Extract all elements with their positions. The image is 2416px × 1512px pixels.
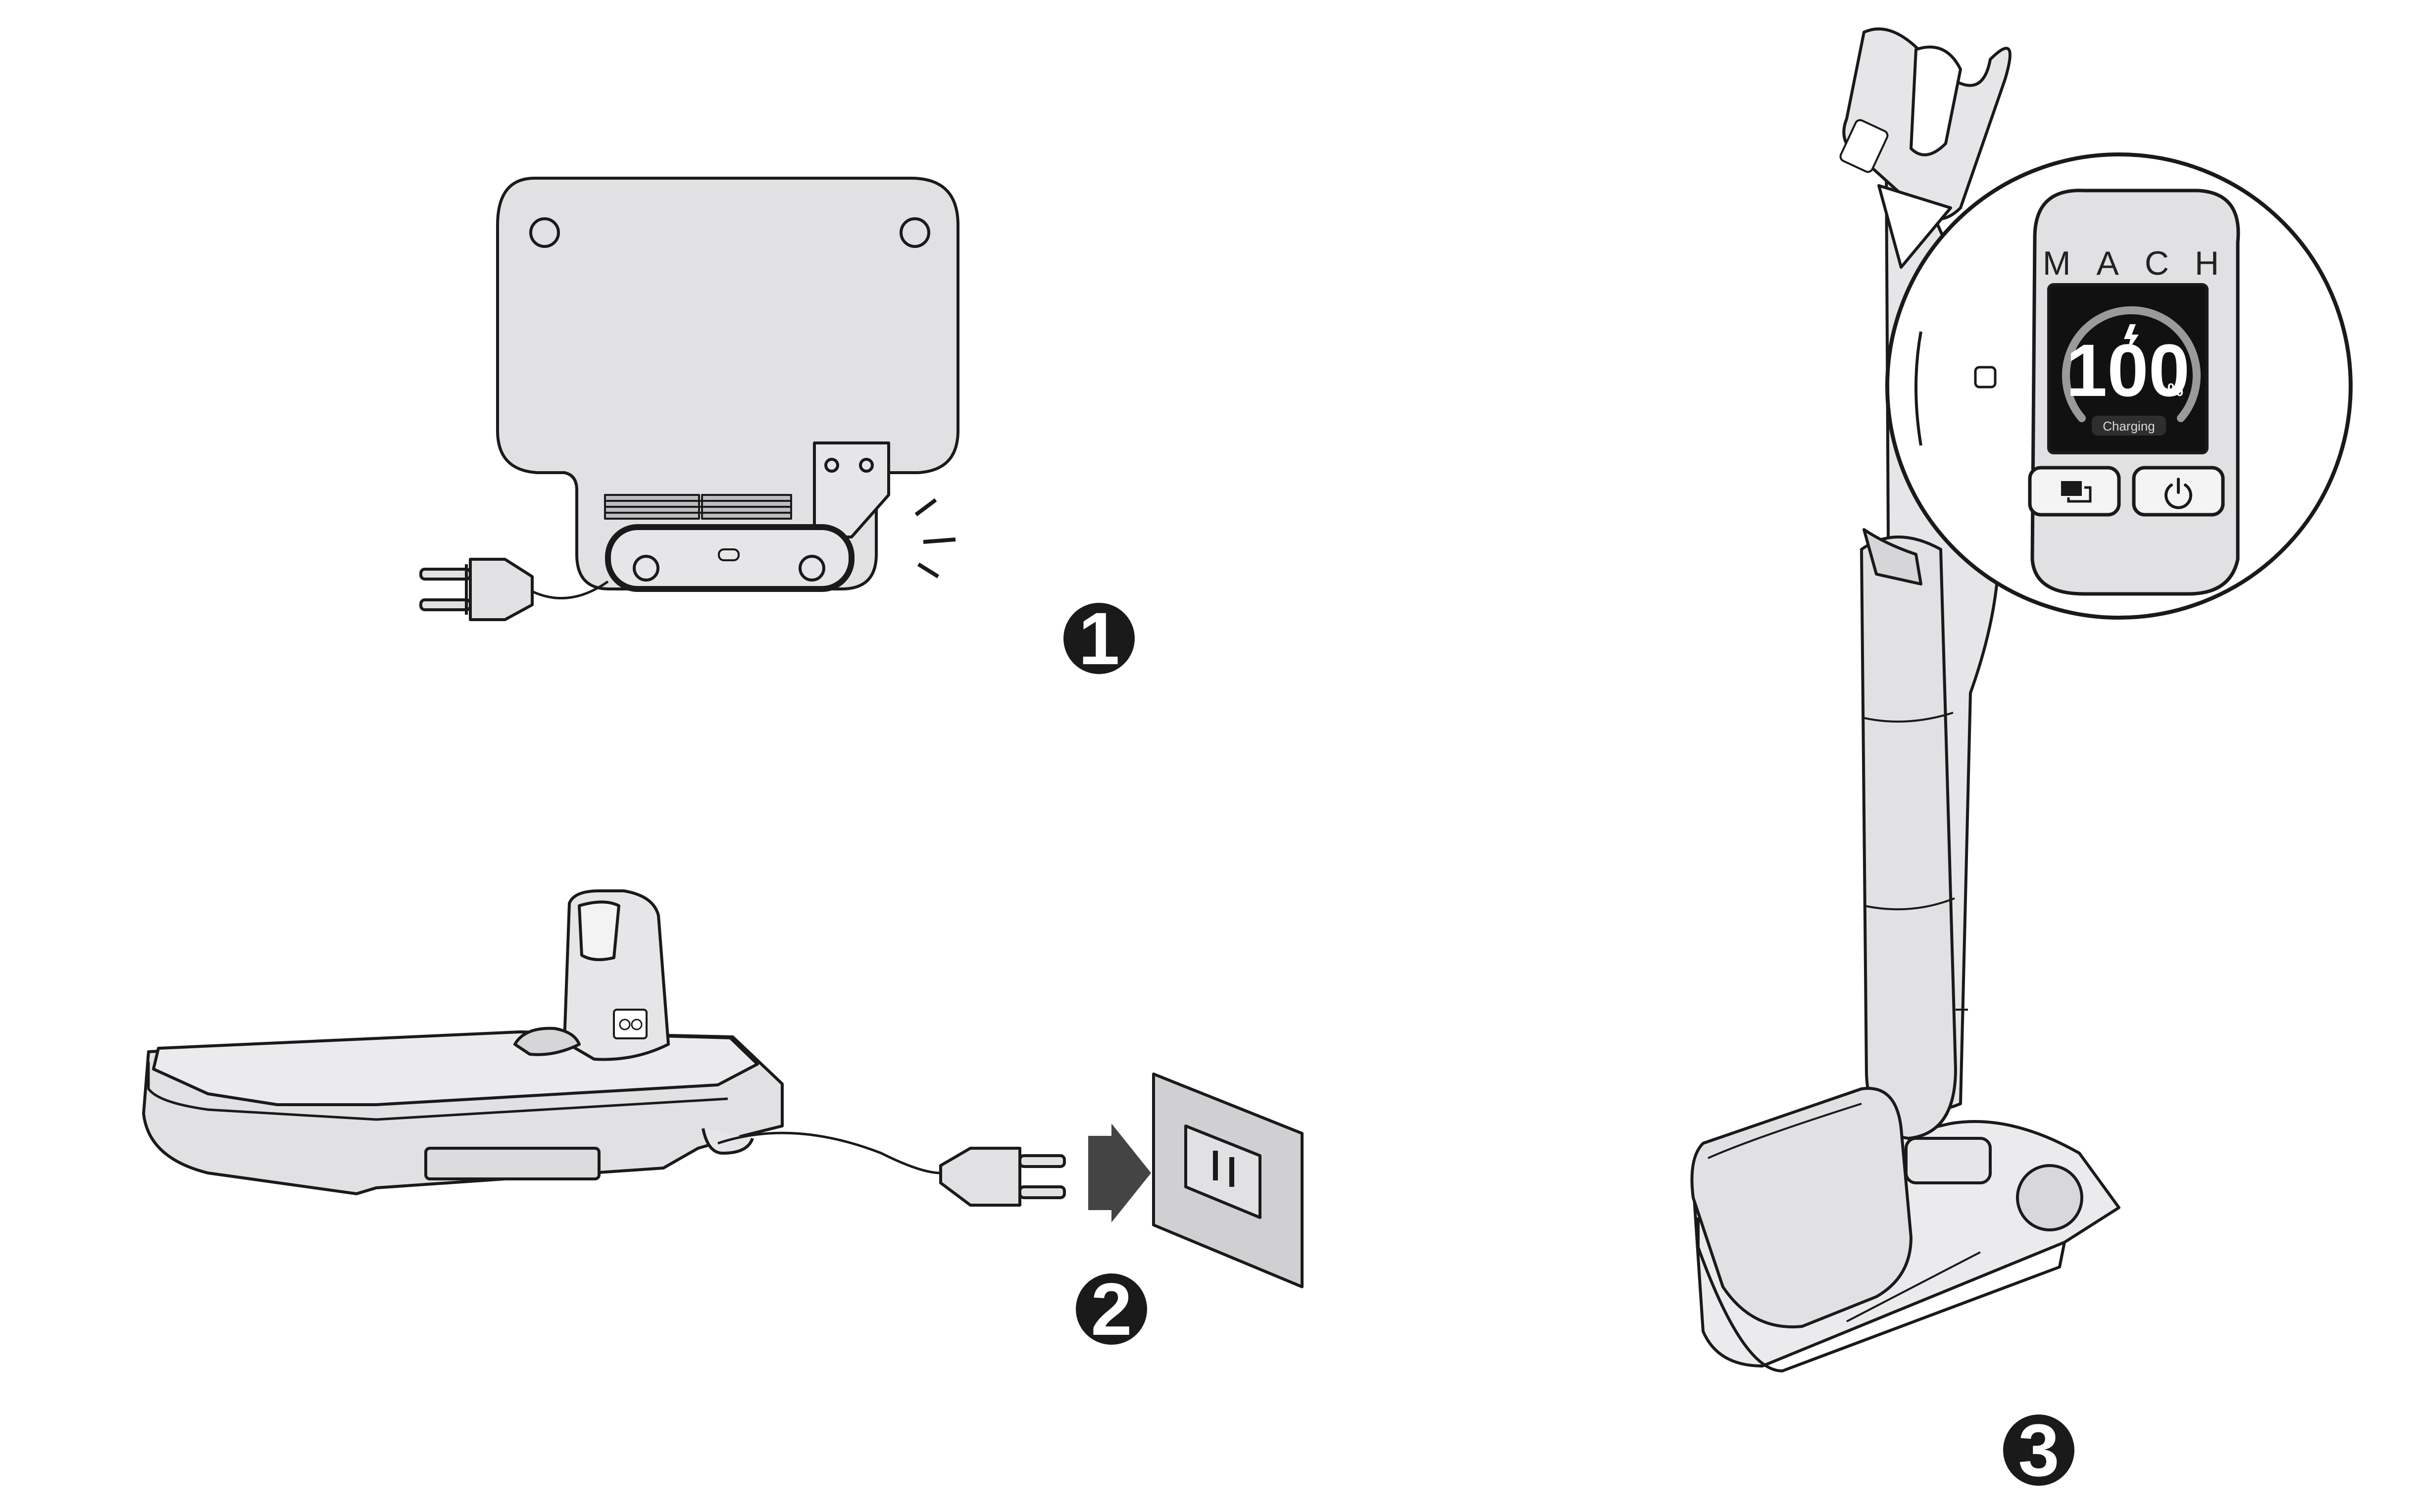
base-underside [496, 177, 959, 592]
step-badge-2: 2 [1076, 1268, 1147, 1351]
battery-ring-fill [2062, 306, 2201, 422]
battery-display: 100 % Charging [2047, 283, 2209, 454]
mode-icon [2061, 481, 2092, 503]
battery-unit: % [2167, 380, 2183, 400]
power-icon [2164, 478, 2192, 509]
docking-base [142, 889, 941, 1195]
svg-text:2: 2 [1091, 1268, 1132, 1351]
battery-percentage: 100 [2066, 329, 2190, 412]
mode-button[interactable] [2028, 466, 2121, 517]
arrow-right-icon [1088, 1123, 1151, 1222]
step-badge-1: 1 [1063, 597, 1135, 680]
vent-grille [604, 494, 792, 520]
wall-socket-icon [1152, 1073, 1304, 1288]
svg-text:1: 1 [1078, 597, 1119, 680]
plug-icon [419, 558, 609, 621]
bolt-icon [2124, 324, 2139, 352]
svg-text:3: 3 [2018, 1409, 2059, 1492]
brand-logo: MACH [2043, 244, 2245, 282]
charging-status: Charging [2103, 419, 2155, 434]
plug-icon [939, 1147, 1066, 1207]
power-button[interactable] [2132, 466, 2225, 517]
step-badge-3: 3 [2003, 1409, 2074, 1492]
